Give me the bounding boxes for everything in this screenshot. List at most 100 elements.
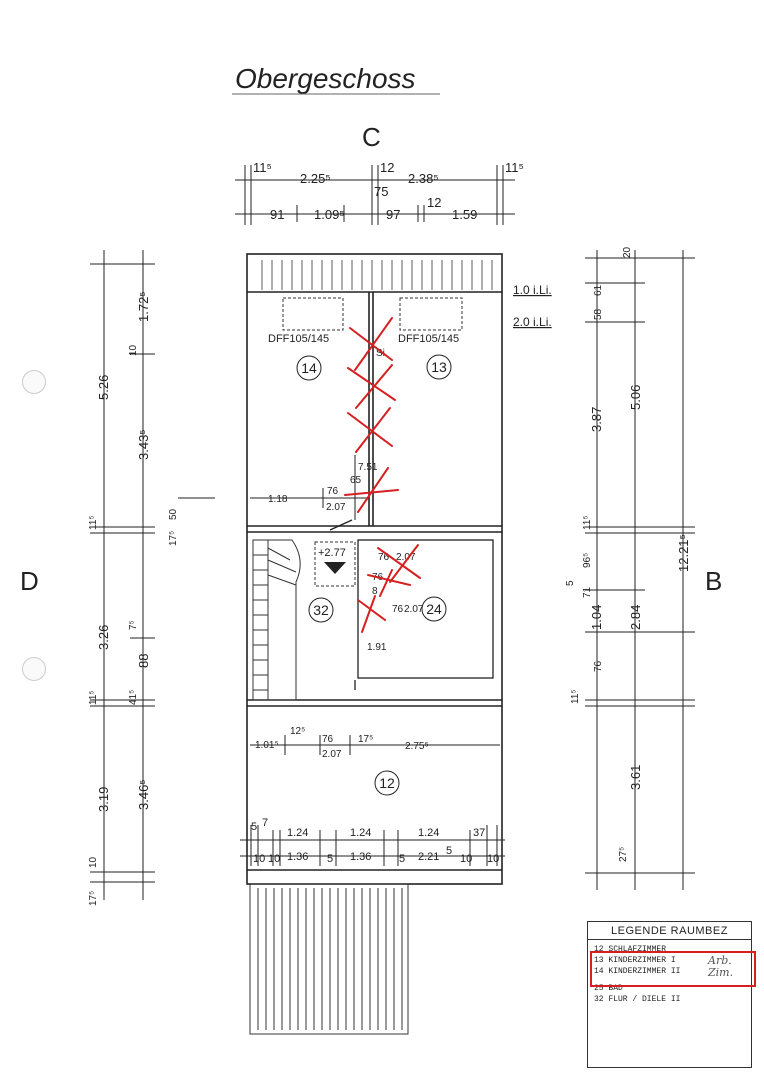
room-legend: LEGENDE RAUMBEZ 12 SCHLAFZIMMER 13 KINDE…	[587, 921, 752, 1068]
dim-label: 11⁵	[88, 515, 99, 530]
dim-label: 1.24	[418, 827, 439, 839]
dim-label: 1.09⁵	[314, 207, 345, 222]
legend-row: 13 KINDERZIMMER I	[594, 956, 676, 965]
dim-label: 76	[327, 486, 339, 497]
dim-label: 37	[473, 827, 485, 839]
dim-label: 65	[350, 475, 362, 486]
dim-label: 1.36	[350, 851, 371, 863]
dim-label: 12	[380, 160, 394, 175]
dim-label: 10	[460, 853, 472, 865]
dim-label: 75	[374, 184, 388, 199]
red-cross-marks	[344, 317, 421, 633]
dim-label: 76	[593, 660, 604, 672]
dim-label: 41⁵	[128, 690, 139, 705]
dim-label: 1.91	[367, 642, 387, 653]
dim-label: 11⁵	[570, 689, 581, 704]
legend-title: LEGENDE RAUMBEZ	[588, 922, 751, 940]
bottom-dimension-labels: 5 7 1.24 1.24 1.24 37 10 10 1.36 5 1.36 …	[251, 817, 499, 865]
lower-terrace	[249, 883, 409, 1035]
dim-label: 10	[268, 853, 280, 865]
down-arrow-icon	[324, 562, 346, 574]
skylight-outlines	[282, 297, 463, 331]
dim-label: 5.06	[628, 385, 643, 410]
dim-label: 5.26	[96, 375, 111, 400]
right-dimension-labels: 20 61 58 3.87 5.06 11⁵ 96⁵ 5 71 1.04 2.8…	[565, 246, 691, 862]
dim-label: 12	[427, 195, 441, 210]
bottom-dimension-lines	[240, 825, 505, 866]
left-dimension-lines	[90, 250, 215, 900]
legend-row: 25 BAD	[594, 984, 623, 993]
legend-handwritten-note: Arb. Zim.	[708, 955, 733, 979]
punch-hole	[22, 370, 46, 394]
dim-label: 7⁵	[128, 620, 139, 630]
dim-label: 1.72⁵	[136, 291, 151, 322]
legend-row: 32 FLUR / DIELE II	[594, 995, 681, 1004]
building-outline	[246, 253, 503, 885]
bathroom-walls	[329, 519, 494, 690]
dim-label: 17⁵	[168, 531, 179, 546]
dim-label: 2.07	[326, 502, 346, 513]
dim-label: 3.19	[96, 787, 111, 812]
dim-label: 7.51	[358, 462, 378, 473]
right-dimension-lines	[585, 250, 695, 890]
punch-hole	[22, 657, 46, 681]
dim-label: 10	[253, 853, 265, 865]
dim-label: 11⁵	[253, 160, 272, 175]
dim-label: 11⁵	[505, 160, 524, 175]
dim-label: 10	[128, 344, 139, 356]
dim-label: 76	[378, 552, 390, 563]
left-dimension-labels: 5.26 1.72⁵ 10 3.43⁵ 11⁵ 50 17⁵ 3.26 7⁵ 8…	[88, 291, 179, 906]
window-label: 1.0 i.Li.	[513, 283, 552, 297]
dim-label: 11⁵	[582, 515, 593, 530]
room-numbers: 14 13 32 24 12	[301, 359, 447, 791]
dim-label: 76	[392, 604, 404, 615]
legend-rows: 12 SCHLAFZIMMER 13 KINDERZIMMER I 14 KIN…	[588, 940, 751, 1009]
top-dimension-labels: 11⁵ 2.25⁵ 12 2.38⁵ 11⁵ 75 91 1.09⁵ 97 12…	[253, 160, 524, 222]
dim-label: 1.59	[452, 207, 477, 222]
skylight-label: DFF105/145	[398, 333, 459, 345]
dim-label: 3.43⁵	[136, 429, 151, 460]
dim-label: 1.36	[287, 851, 308, 863]
dim-label: 71	[582, 586, 593, 598]
window-labels: 1.0 i.Li. 2.0 i.Li.	[513, 283, 552, 329]
plan-title: Obergeschoss	[235, 63, 416, 94]
room-number: 13	[431, 359, 447, 375]
dim-label: 1.24	[350, 827, 371, 839]
dim-label: 7	[262, 817, 268, 829]
axis-label-right: B	[705, 566, 722, 596]
dim-label: 1.04	[589, 605, 604, 630]
dim-label: 5	[565, 580, 576, 586]
dim-label: 20	[622, 246, 633, 258]
dim-label: 12⁵	[290, 726, 305, 737]
dim-label: 27⁵	[618, 847, 629, 862]
axis-label-left: D	[20, 566, 39, 596]
top-dimension-lines	[235, 165, 515, 225]
dim-label: 3.87	[589, 407, 604, 432]
legend-row: 14 KINDERZIMMER II	[594, 967, 681, 976]
dim-label: 2.07	[322, 749, 342, 760]
skylight-label: DFF105/145	[268, 333, 329, 345]
dim-label: 61	[593, 284, 604, 296]
dim-label: 8	[372, 586, 378, 597]
dim-label: 58	[593, 308, 604, 320]
dim-label: 97	[386, 207, 400, 222]
dim-label: 96⁵	[582, 553, 593, 568]
dim-label: 2.21	[418, 851, 439, 863]
dim-label: 17⁵	[358, 734, 373, 745]
dim-label: 5	[251, 821, 257, 833]
legend-note-line: Zim.	[708, 966, 734, 979]
dim-label: 2.75⁵	[405, 741, 429, 752]
dim-label: 3.26	[96, 625, 111, 650]
dim-label: 1.24	[287, 827, 308, 839]
legend-note-line: Arb.	[708, 954, 732, 967]
balcony-hatching	[261, 260, 493, 290]
dim-label: 17⁵	[88, 891, 99, 906]
dim-label: 12.21⁵	[676, 534, 691, 572]
dim-label: 91	[270, 207, 284, 222]
window-label: 2.0 i.Li.	[513, 315, 552, 329]
level-marker: +2.77	[318, 547, 346, 559]
dim-label: 1.18	[268, 494, 288, 505]
room-circles	[296, 354, 452, 796]
dim-label: 3.46⁵	[136, 779, 151, 810]
